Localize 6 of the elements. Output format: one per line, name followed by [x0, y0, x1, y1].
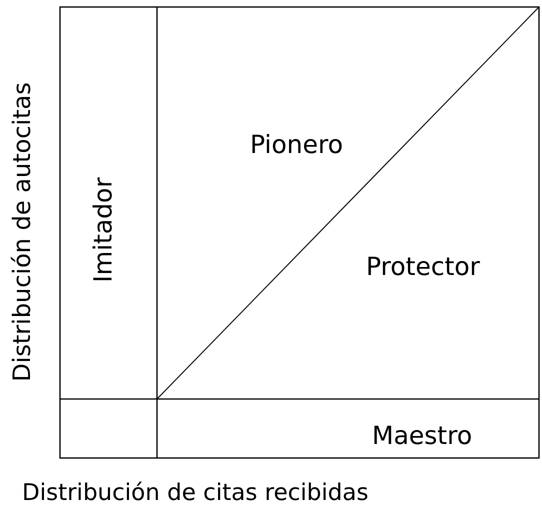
quadrant-label: Protector	[366, 251, 480, 283]
quadrant-label: Maestro	[372, 420, 472, 452]
axis-title: Distribución de autocitas	[8, 82, 36, 382]
quadrant-label: Imitador	[88, 177, 118, 283]
quadrant-label: Pionero	[250, 129, 344, 161]
axis-title: Distribución de citas recibidas	[22, 479, 368, 508]
